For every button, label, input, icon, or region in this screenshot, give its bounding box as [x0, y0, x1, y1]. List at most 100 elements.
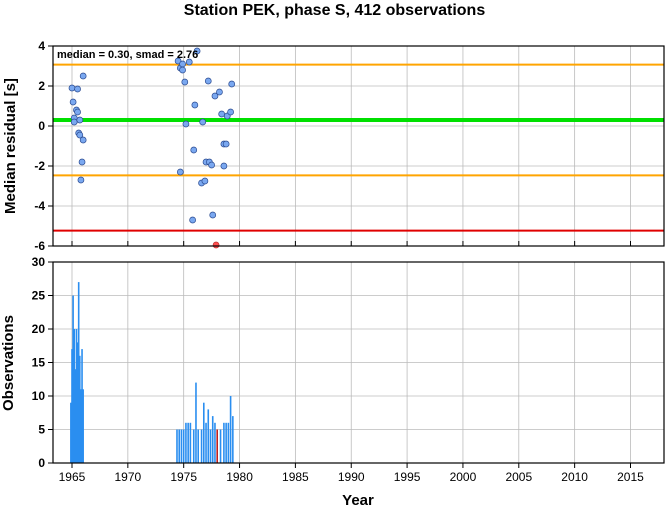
observation-bar — [70, 402, 72, 463]
residual-plot-frame — [52, 45, 665, 247]
observation-bar — [81, 349, 83, 463]
year-tick-label: 1980 — [226, 470, 253, 484]
observation-bar — [211, 416, 214, 463]
observation-bar — [225, 422, 227, 463]
observation-bar — [216, 429, 218, 463]
observations-y-axis-label: Observations — [0, 315, 17, 411]
observation-bar — [187, 422, 189, 463]
residual-point — [204, 77, 212, 85]
year-tick-label: 1995 — [394, 470, 421, 484]
year-tick-label: 2005 — [505, 470, 532, 484]
residual-point — [218, 110, 226, 118]
residual-point — [176, 168, 184, 176]
observation-bar — [72, 295, 74, 463]
residual-y-axis-label: Median residual [s] — [2, 78, 19, 214]
observation-bars — [70, 282, 234, 463]
residual-y-tick-label: -4 — [34, 199, 45, 213]
residual-point — [76, 131, 84, 139]
observation-bar — [182, 429, 185, 463]
observations-y-tick-label: 25 — [32, 289, 46, 303]
observation-bar — [207, 409, 210, 463]
residual-point — [189, 216, 196, 224]
residual-point — [79, 72, 87, 80]
residual-point — [201, 177, 209, 185]
observation-bar — [189, 422, 192, 463]
residual-point — [220, 162, 228, 170]
observation-bar — [82, 389, 84, 463]
observation-bar — [176, 429, 178, 463]
residual-point — [191, 101, 199, 109]
residual-point — [227, 108, 234, 116]
year-tick-label: 1975 — [170, 470, 197, 484]
observation-bar — [205, 422, 207, 463]
observation-bar — [214, 422, 216, 463]
year-tick-label: 2015 — [617, 470, 644, 484]
residual-point — [179, 66, 186, 74]
residual-point — [74, 85, 81, 93]
residual-point — [208, 161, 215, 169]
residual-y-tick-label: -2 — [34, 159, 45, 173]
chart-title: Station PEK, phase S, 412 observations — [183, 2, 486, 19]
residual-point — [78, 158, 86, 166]
observation-bar — [209, 429, 212, 463]
observation-bar — [74, 369, 77, 463]
observation-bar — [192, 429, 195, 463]
observation-bar — [76, 342, 79, 463]
observation-bar — [200, 429, 203, 463]
observations-y-tick-label: 5 — [38, 423, 45, 437]
observations-grid — [53, 261, 664, 464]
observation-bar — [80, 389, 82, 463]
residual-point — [193, 47, 201, 55]
residual-panel: -6 -4 -2 0 2 4 median = 0.30, smad = 2.76 Med… — [2, 39, 665, 253]
observations-y-tick-label: 20 — [32, 322, 46, 336]
residual-point — [77, 176, 85, 184]
residual-point — [222, 140, 230, 148]
residual-point — [190, 146, 198, 154]
residual-point — [182, 120, 190, 128]
observation-bar — [227, 422, 230, 463]
residual-y-tick-label: 2 — [38, 79, 45, 93]
residual-point — [179, 60, 186, 68]
observations-y-tick-label: 0 — [38, 456, 45, 470]
observation-bar — [223, 422, 225, 463]
observation-bar — [79, 355, 81, 463]
observation-bar — [197, 429, 200, 463]
residual-point — [228, 80, 236, 88]
observation-bar — [229, 396, 232, 463]
residual-y-tick-label: -6 — [34, 239, 45, 253]
year-tick-label: 1965 — [59, 470, 86, 484]
residual-point — [76, 116, 84, 124]
residual-point — [79, 136, 87, 144]
observation-bar — [195, 382, 197, 463]
residual-point — [216, 88, 223, 96]
year-tick-label: 1985 — [282, 470, 309, 484]
residual-point — [68, 84, 76, 92]
observations-y-tick-label: 10 — [32, 389, 46, 403]
observation-bar — [75, 329, 78, 463]
year-tick-label: 2010 — [561, 470, 588, 484]
median-smad-annotation: median = 0.30, smad = 2.76 — [57, 49, 198, 61]
residual-grid — [53, 45, 664, 247]
residual-point — [211, 92, 219, 100]
observation-bar — [202, 402, 205, 463]
residual-y-tick-label: 4 — [38, 39, 45, 53]
residual-point — [209, 211, 217, 219]
observations-y-tick-label: 15 — [32, 356, 46, 370]
residual-point — [74, 108, 81, 116]
residual-points — [68, 47, 236, 249]
year-tick-label: 2000 — [450, 470, 477, 484]
observation-bar — [185, 422, 187, 463]
observation-bar — [73, 329, 76, 463]
residual-point — [199, 118, 207, 126]
observation-bar — [219, 429, 222, 463]
year-tick-label: 1990 — [338, 470, 365, 484]
residual-y-ticks: -6 -4 -2 0 2 4 — [34, 39, 631, 253]
reference-lines — [53, 63, 664, 232]
observation-bar — [232, 416, 234, 463]
residual-point — [70, 118, 78, 126]
residual-y-tick-label: 0 — [38, 119, 45, 133]
